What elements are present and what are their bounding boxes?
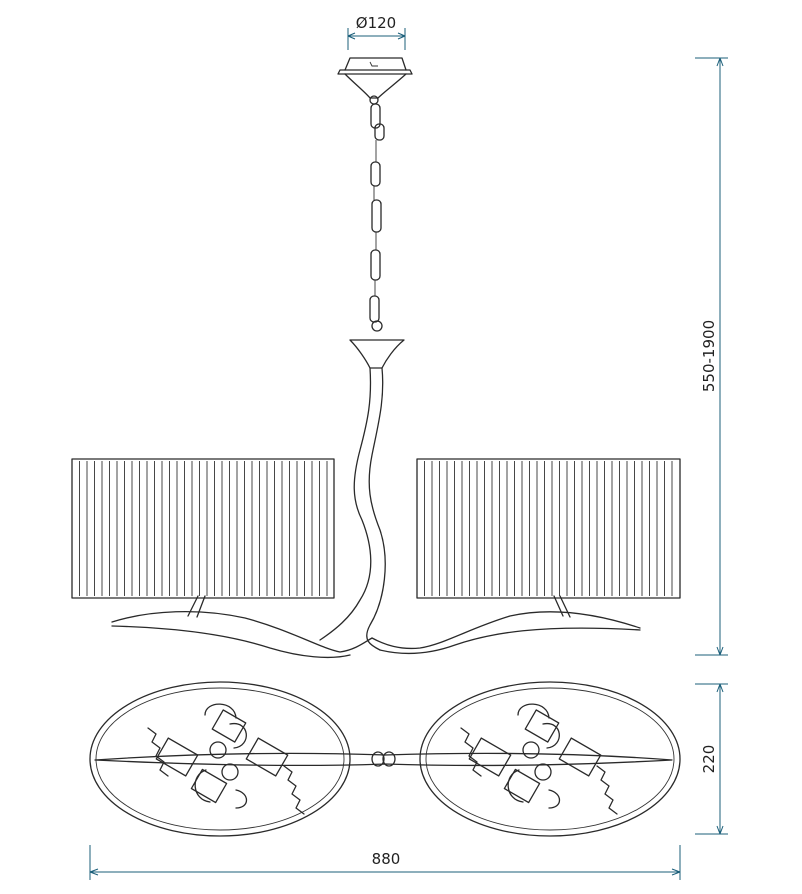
top-fixture-right	[460, 703, 618, 815]
top-fixture-left	[147, 703, 305, 815]
lamp-shade-left	[71, 458, 335, 599]
body-cup	[349, 339, 405, 369]
dim-depth: 220	[695, 683, 728, 835]
top-shade-right	[419, 681, 681, 837]
height-range-label: 550-1900	[700, 320, 718, 392]
top-view	[89, 681, 681, 837]
dim-height: 550-1900	[695, 57, 728, 656]
dim-width: 880	[89, 845, 681, 880]
depth-label: 220	[700, 745, 718, 774]
top-arm-bar	[94, 752, 673, 767]
canopy-diameter-label: Ø120	[356, 14, 396, 32]
curved-stem	[319, 367, 386, 651]
lower-arm-left	[111, 610, 373, 659]
lower-arm-right	[371, 611, 641, 655]
side-elevation	[71, 57, 681, 659]
shade-support-right	[553, 595, 571, 618]
chain	[369, 103, 385, 332]
ceiling-canopy	[337, 57, 413, 105]
top-shade-left	[89, 681, 351, 837]
width-label: 880	[372, 850, 401, 868]
lamp-shade-right	[416, 458, 681, 599]
dim-canopy-diameter: Ø120	[347, 14, 406, 50]
shade-support-left	[187, 595, 206, 618]
